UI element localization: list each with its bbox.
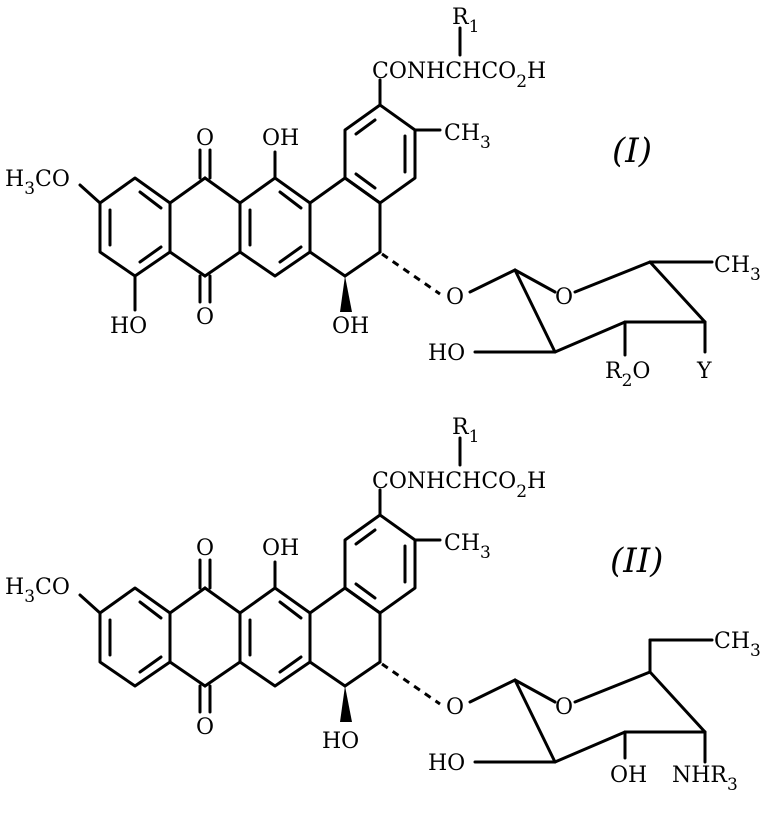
- sugar-ch3-label-II: CH3: [714, 629, 761, 661]
- ring-a-I-inner-bonds: [108, 190, 163, 264]
- methoxy-label-II: H3CO: [5, 575, 70, 607]
- glycoside-o-II: O: [446, 695, 464, 720]
- oxo-bottom-II: O: [196, 715, 214, 740]
- r1-label-II: R1: [452, 415, 479, 447]
- ring-d-II: [308, 586, 382, 688]
- amide-label-I: CONHCHCO2H: [372, 59, 546, 92]
- methoxy-label-I: H3CO: [5, 167, 70, 199]
- compound-label-I: (I): [612, 131, 652, 171]
- glycoside-o-I: O: [446, 285, 464, 310]
- oxo-top-I: O: [196, 126, 214, 151]
- ring-c-I-inner-bonds: [248, 190, 303, 264]
- y-label-I: Y: [696, 359, 712, 384]
- dashed-bond-I: [381, 252, 441, 296]
- structure-II: [78, 436, 714, 764]
- ring-a-II-inner-bonds: [108, 600, 163, 674]
- ring-d-I: [308, 176, 382, 278]
- compound-label-II: (II): [610, 541, 663, 581]
- ring-o-I: O: [555, 285, 573, 310]
- wedge-bond-II: [340, 686, 352, 722]
- ring-e-I-inner-bonds: [354, 118, 407, 190]
- sugar-ring-I: [468, 260, 714, 357]
- r1-label-I: R1: [452, 5, 479, 37]
- ring-e-II-inner-bonds: [354, 528, 407, 600]
- methyl-label-II: CH3: [444, 531, 491, 563]
- oxo-top-II: O: [196, 536, 214, 561]
- oh-top-II: OH: [262, 536, 299, 561]
- sugar-ch3-label-I: CH3: [714, 253, 761, 285]
- ring-b-I: [168, 148, 242, 304]
- ho-left-I: HO: [110, 314, 147, 339]
- oh-mid-I: OH: [332, 314, 369, 339]
- amide-label-II: CONHCHCO2H: [372, 469, 546, 502]
- sugar-ho-label-I: HO: [428, 341, 465, 366]
- ring-b-II: [168, 558, 242, 714]
- ho-mid-II: HO: [322, 729, 359, 754]
- ring-c-II-inner-bonds: [248, 600, 303, 674]
- wedge-bond-I: [340, 276, 352, 312]
- labels-II: R1 CONHCHCO2H CH3 (II) H3CO O OH O HO O …: [5, 415, 761, 795]
- oxo-bottom-I: O: [196, 305, 214, 330]
- sugar-ho-label-II: HO: [428, 751, 465, 776]
- dashed-bond-II: [381, 662, 441, 706]
- sugar-oh-label-II: OH: [610, 763, 647, 788]
- nhr3-label-II: NHR3: [672, 763, 738, 795]
- r2o-label-I: R2O: [605, 359, 650, 391]
- structure-I: [78, 26, 714, 357]
- ring-o-II: O: [555, 695, 573, 720]
- labels-I: R1 CONHCHCO2H CH3 (I) H3CO O OH O HO OH …: [5, 5, 761, 391]
- oh-top-I: OH: [262, 126, 299, 151]
- sugar-ring-II: [468, 638, 714, 764]
- methyl-label-I: CH3: [444, 121, 491, 153]
